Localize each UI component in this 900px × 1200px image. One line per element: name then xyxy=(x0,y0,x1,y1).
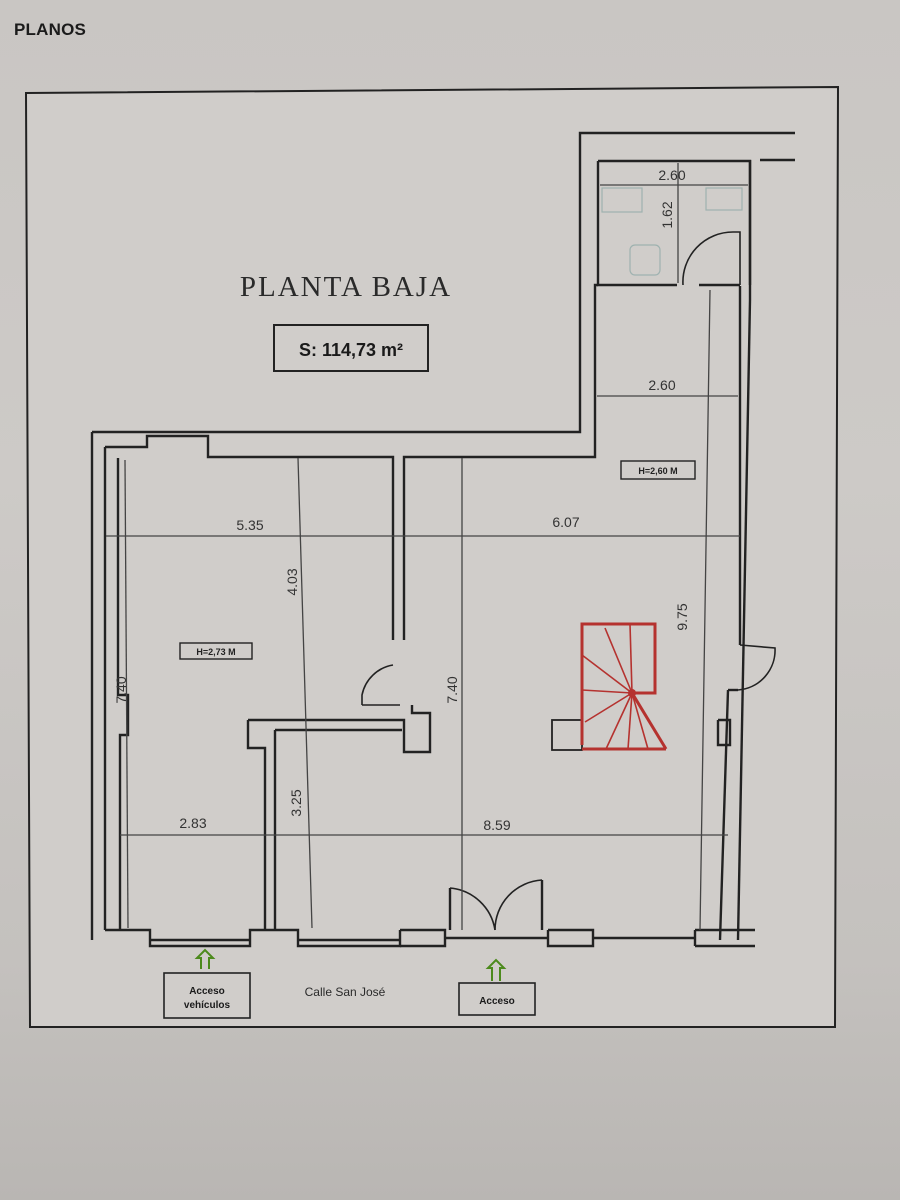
spiral-staircase-icon xyxy=(551,622,668,751)
walls xyxy=(90,131,795,948)
dim-front-width: 8.59 xyxy=(483,817,510,833)
bathroom-fixtures xyxy=(601,187,743,276)
dim-left-depth-upper: 4.03 xyxy=(284,568,300,595)
surface-box xyxy=(273,324,429,372)
vehicle-access-box xyxy=(163,972,251,1019)
street-name: Calle San José xyxy=(305,985,386,999)
double-arrow-up-icon xyxy=(485,958,507,981)
main-access-label: Acceso xyxy=(479,996,515,1007)
vehicle-access-line2: vehículos xyxy=(184,1000,231,1011)
door-swings xyxy=(361,231,776,931)
main-access-box xyxy=(458,982,536,1016)
dim-garage-width: 2.83 xyxy=(179,815,206,831)
dim-left-total-depth: 7.40 xyxy=(113,676,129,703)
dim-garage-depth: 3.25 xyxy=(288,789,304,816)
dim-right-room-width: 6.07 xyxy=(552,514,579,530)
double-arrow-up-icon xyxy=(194,948,216,969)
dim-corridor-width: 2.60 xyxy=(648,377,675,393)
height-tag-left-text: H=2,73 M xyxy=(196,647,235,657)
dim-bath-depth: 1.62 xyxy=(659,201,675,228)
dim-center-depth: 7.40 xyxy=(444,676,460,703)
dimension-lines xyxy=(106,163,748,931)
height-tag-right-text: H=2,60 M xyxy=(638,466,677,476)
height-tag-right: H=2,60 M xyxy=(620,460,696,480)
dim-right-total-depth: 9.75 xyxy=(674,603,690,630)
vehicle-access-line1: Acceso xyxy=(189,986,225,997)
page-heading: PLANOS xyxy=(14,20,87,39)
dim-left-room-width: 5.35 xyxy=(236,517,263,533)
sheet-border xyxy=(24,85,840,1028)
height-tag-left: H=2,73 M xyxy=(179,642,253,660)
surface-label: S: 114,73 m² xyxy=(299,340,403,360)
dim-bath-width: 2.60 xyxy=(658,167,685,183)
plan-title: PLANTA BAJA xyxy=(240,271,452,303)
dimension-labels: 2.60 1.62 2.60 5.35 6.07 4.03 7.40 7.40 … xyxy=(113,167,690,833)
